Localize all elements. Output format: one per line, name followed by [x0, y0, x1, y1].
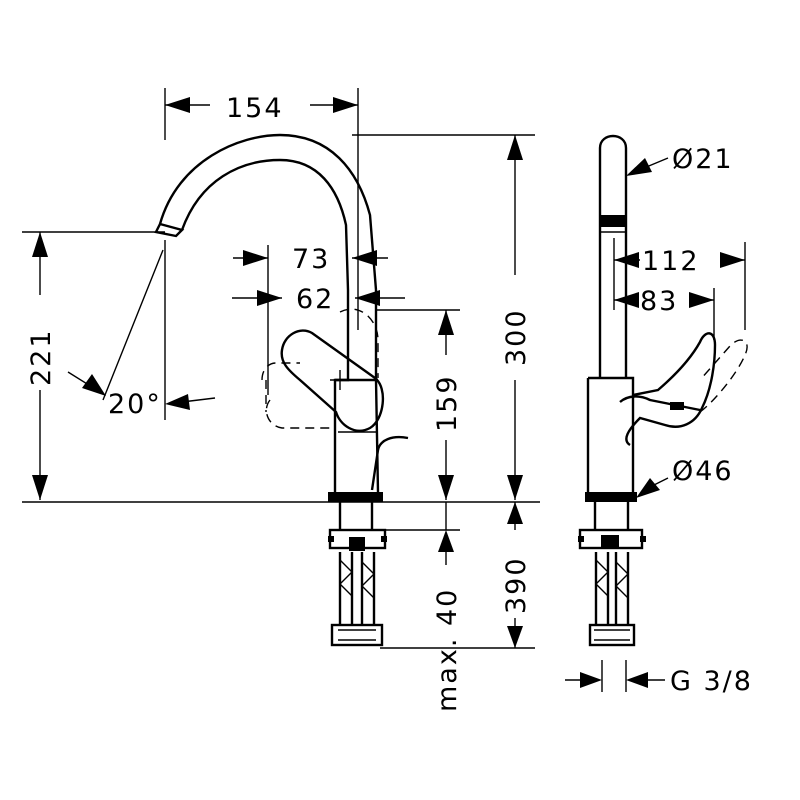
- lever-handle: [280, 329, 385, 432]
- spout-tip: [154, 222, 185, 238]
- spout-inner: [180, 158, 350, 291]
- dim-73: 73: [292, 244, 330, 275]
- dim-20-degree: 20°: [108, 389, 162, 420]
- dim-112: 112: [642, 246, 700, 277]
- side-view: [578, 134, 748, 647]
- dim-83: 83: [640, 286, 678, 317]
- side-lever-alt-position: [699, 339, 748, 413]
- front-dimensions: [22, 88, 540, 649]
- dim-g-3-8: G 3/8: [670, 666, 753, 697]
- base-ring: [328, 492, 383, 502]
- lever-alt-position: [261, 308, 379, 429]
- dim-159: 159: [432, 374, 463, 432]
- side-base-ring: [585, 492, 637, 502]
- dim-diameter-46: Ø46: [672, 456, 734, 487]
- side-body: [586, 376, 635, 492]
- connection-hoses: [338, 552, 376, 625]
- hose-fittings: [330, 623, 384, 647]
- dim-390: 390: [501, 556, 532, 614]
- front-view: [154, 133, 409, 647]
- side-dimensions: [565, 157, 746, 692]
- lift-rod: [370, 436, 409, 491]
- dim-221: 221: [26, 328, 57, 386]
- side-spout: [598, 134, 628, 378]
- dim-300: 300: [501, 308, 532, 366]
- dim-max-40: max. 40: [432, 588, 463, 712]
- dim-154: 154: [226, 93, 284, 124]
- dim-62: 62: [296, 284, 334, 315]
- spout-outer: [158, 133, 378, 291]
- side-lever: [625, 332, 717, 447]
- dim-diameter-21: Ø21: [672, 144, 734, 175]
